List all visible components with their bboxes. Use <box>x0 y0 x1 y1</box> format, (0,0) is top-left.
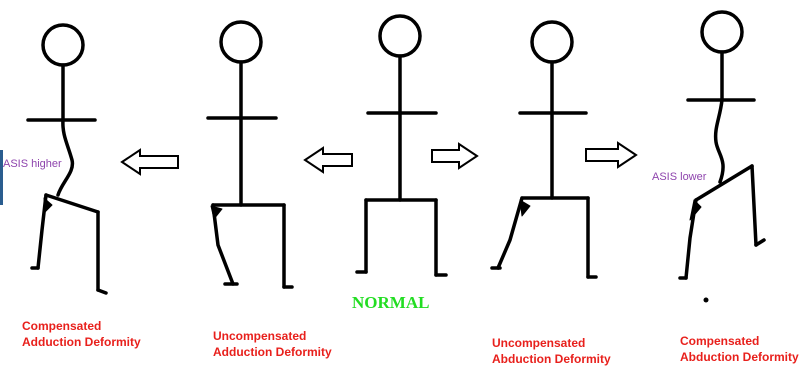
arrow-left <box>305 148 352 172</box>
stray-dot <box>704 298 709 303</box>
figure-head <box>380 16 420 56</box>
figure-leg <box>498 198 522 268</box>
figure-leg <box>752 166 756 245</box>
compensated-abduction-label: Compensated Abduction Deformity <box>680 333 799 365</box>
figure-head <box>221 22 261 62</box>
normal-label: NORMAL <box>352 293 429 313</box>
uncompensated-abduction-label: Uncompensated Abduction Deformity <box>492 335 611 367</box>
figure-uncompensated-adduction <box>208 22 292 287</box>
arrow-right <box>432 144 477 168</box>
asis-lower-annotation: ASIS lower <box>652 171 706 183</box>
compensated-adduction-label: Compensated Adduction Deformity <box>22 318 141 350</box>
arrow-right <box>586 143 636 167</box>
asis-higher-annotation: ASIS higher <box>3 158 62 170</box>
figure-head <box>702 12 742 52</box>
figure-uncompensated-abduction <box>492 22 596 277</box>
figure-head <box>43 25 83 65</box>
figure-curved-spine <box>716 100 723 182</box>
figure-head <box>532 22 572 62</box>
uncompensated-adduction-label: Uncompensated Adduction Deformity <box>213 328 332 360</box>
arrow-left <box>122 150 178 174</box>
figure-compensated-abduction <box>680 12 764 278</box>
figure-normal <box>357 16 446 275</box>
figure-tilted-pelvis <box>46 195 98 212</box>
